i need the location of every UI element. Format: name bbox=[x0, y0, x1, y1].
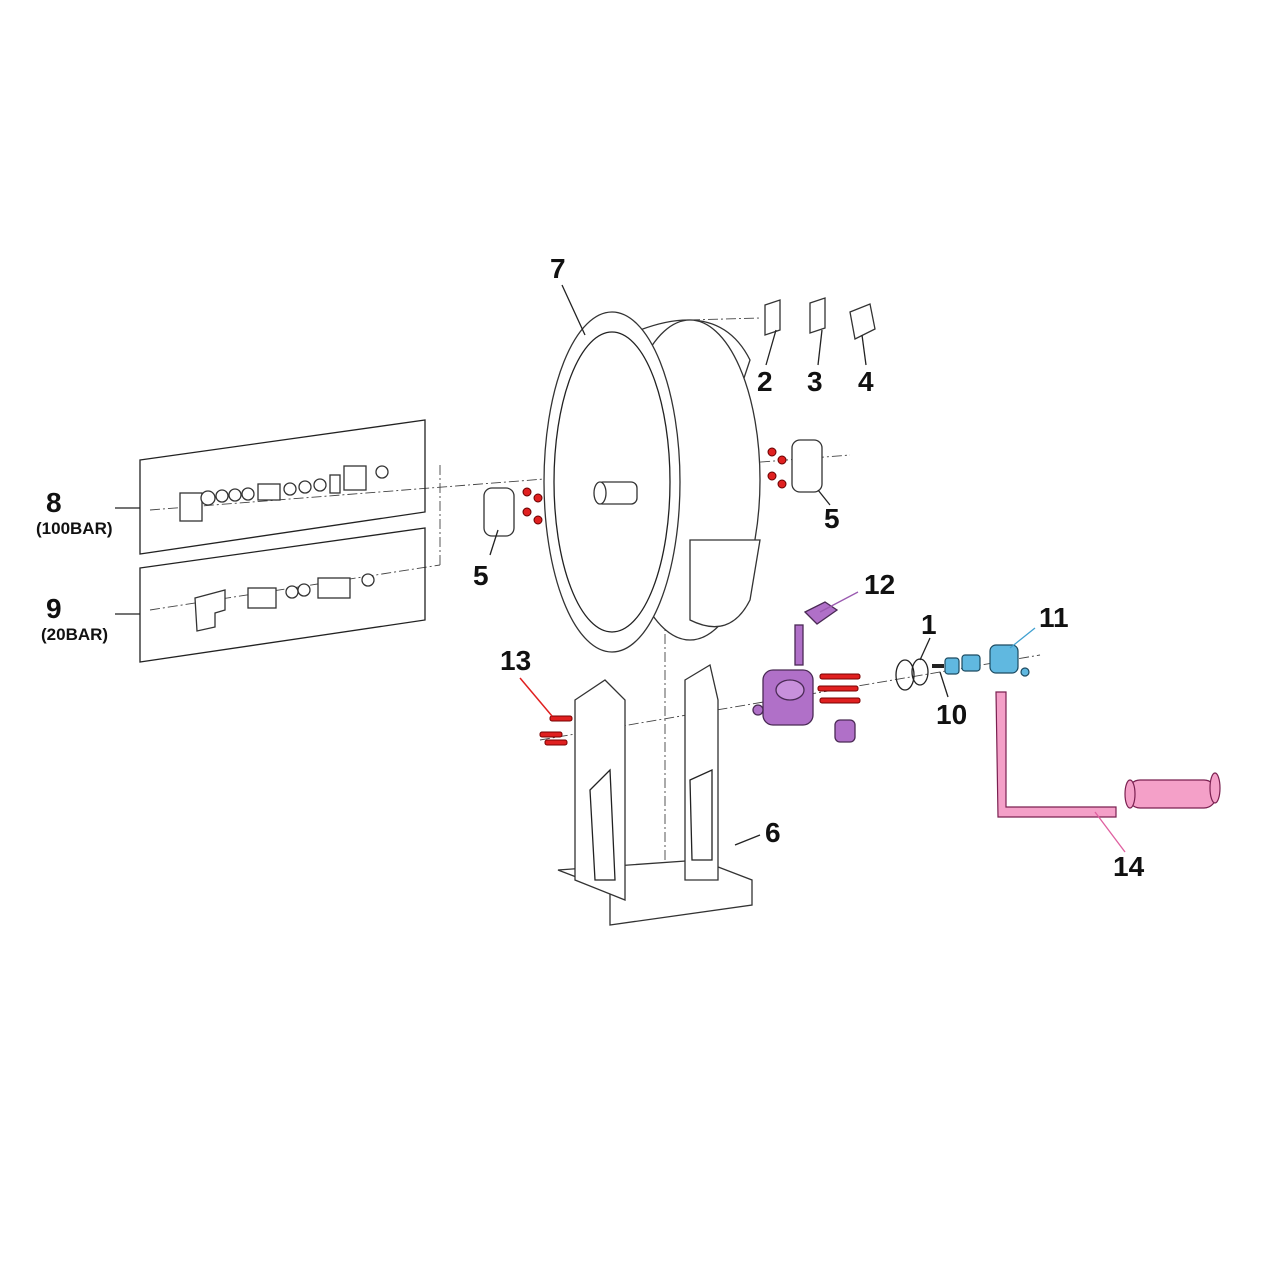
callout-5-left: 5 bbox=[473, 560, 489, 591]
callout-4: 4 bbox=[858, 366, 874, 397]
kit-20bar-box bbox=[139, 527, 426, 663]
bearing-housing-left bbox=[483, 487, 543, 537]
shaft-coupling bbox=[944, 644, 1030, 677]
callout-9: 9 bbox=[46, 593, 62, 624]
hose-guides bbox=[764, 297, 876, 340]
bearing-housing-right bbox=[767, 439, 823, 493]
gearbox bbox=[752, 601, 856, 743]
stand-frame bbox=[557, 663, 753, 926]
callout-8: 8 bbox=[46, 487, 62, 518]
callout-7: 7 bbox=[550, 253, 566, 284]
callout-8-pressure: (100BAR) bbox=[36, 519, 113, 538]
o-rings bbox=[895, 658, 929, 691]
kit-100bar-box bbox=[139, 419, 426, 555]
callout-13: 13 bbox=[500, 645, 531, 676]
callout-3: 3 bbox=[807, 366, 823, 397]
callout-12: 12 bbox=[864, 569, 895, 600]
reel-drum bbox=[543, 311, 761, 653]
screws-13 bbox=[539, 673, 861, 746]
callout-labels: 7 2 3 4 8 (100BAR) 9 (20BAR) 5 5 12 1 11… bbox=[36, 253, 1145, 882]
callout-2: 2 bbox=[757, 366, 773, 397]
leader-lines bbox=[115, 284, 1126, 853]
callout-11: 11 bbox=[1039, 602, 1069, 633]
crank-handle bbox=[995, 691, 1221, 818]
callout-6: 6 bbox=[765, 817, 781, 848]
callout-10: 10 bbox=[936, 699, 967, 730]
callout-14: 14 bbox=[1113, 851, 1145, 882]
callout-5-right: 5 bbox=[824, 503, 840, 534]
callout-1: 1 bbox=[921, 609, 937, 640]
callout-9-pressure: (20BAR) bbox=[41, 625, 108, 644]
